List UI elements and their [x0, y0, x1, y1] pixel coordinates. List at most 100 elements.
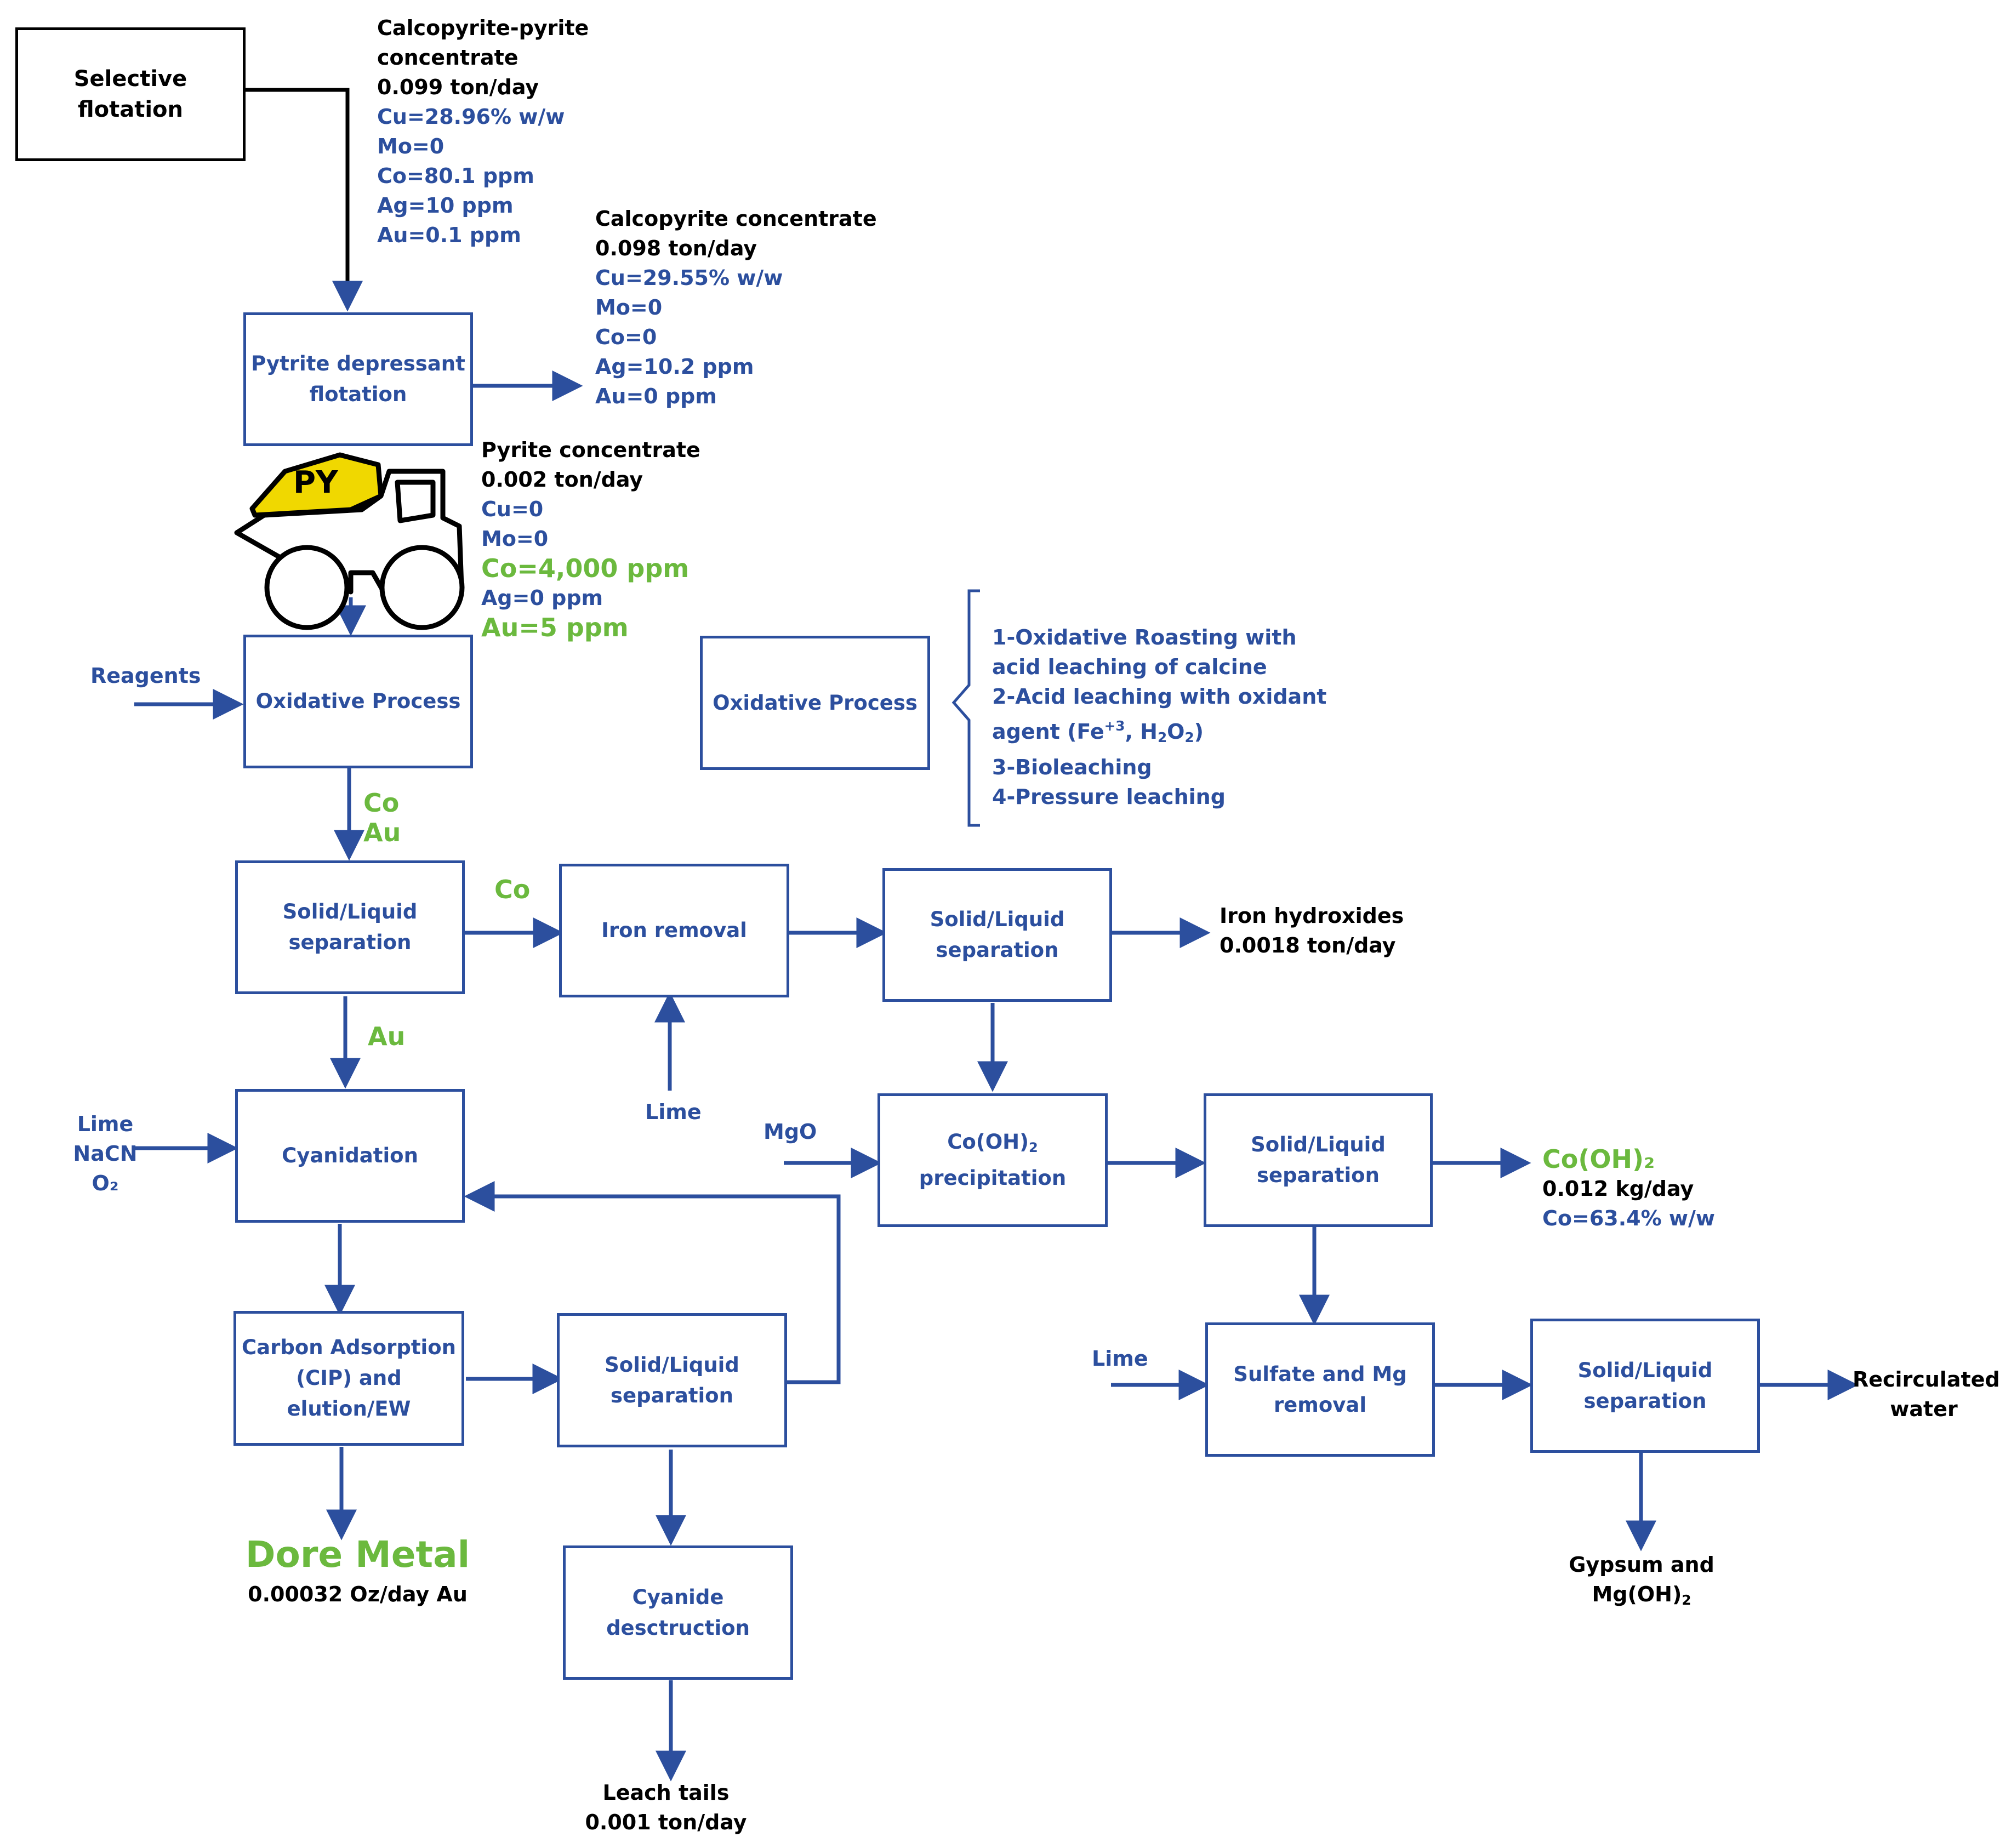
solid-liquid-separation-box-5: Solid/Liquid separation	[1530, 1319, 1760, 1453]
subscript: 2	[1682, 1592, 1691, 1609]
stream-rate: 0.001 ton/day	[585, 1810, 747, 1834]
stream-assay: Mo=0	[595, 295, 663, 320]
box-line: desctruction	[606, 1616, 750, 1640]
stream-assay: Co=63.4% w/w	[1542, 1206, 1715, 1230]
co-to-iron-label: Co	[494, 875, 531, 904]
cooh2-formula: Co(OH)	[947, 1130, 1029, 1154]
arrow-sl3-recycle-to-cyanidation	[464, 1181, 841, 1384]
stream-assay: Cu=0	[481, 497, 544, 521]
text-part: , H	[1125, 719, 1158, 744]
text-part: agent (Fe	[992, 719, 1104, 744]
cooh2-product-stream: Co(OH)₂ 0.012 kg/day Co=63.4% w/w	[1542, 1144, 1715, 1233]
reagents-label: Reagents	[90, 664, 201, 688]
stream-assay: Ag=10 ppm	[377, 193, 514, 218]
box-line: Carbon Adsorption	[242, 1336, 456, 1359]
box-line: Solid/Liquid	[1577, 1358, 1713, 1382]
mgo-label: MgO	[763, 1120, 817, 1144]
stream-name: Calcopyrite concentrate	[595, 207, 877, 231]
pyrite-depressant-flotation-box: Pytrite depressant flotation	[243, 312, 473, 446]
gypsum-stream: Gypsum and Mg(OH)2	[1562, 1550, 1721, 1615]
stream-name: Gypsum and	[1569, 1553, 1714, 1577]
stream-rate: 0.002 ton/day	[481, 467, 643, 492]
stream-assay-au: Au=5 ppm	[481, 613, 629, 642]
lime-iron-label: Lime	[645, 1100, 702, 1124]
box-line: Solid/Liquid	[282, 900, 418, 923]
oxidative-process-legend-box: Oxidative Process	[700, 636, 930, 770]
lime-input: Lime	[77, 1112, 134, 1136]
text-part: O	[1167, 719, 1185, 744]
oxidative-process-legend-label: Oxidative Process	[713, 691, 918, 715]
box-line: Solid/Liquid	[930, 908, 1065, 931]
superscript: +3	[1104, 718, 1125, 734]
option-line: agent (Fe+3, H2O2)	[992, 711, 1326, 752]
box-line: Pytrite depressant	[251, 352, 465, 375]
calcopyrite-pyrite-concentrate-stream: Calcopyrite-pyrite concentrate 0.099 ton…	[377, 13, 589, 250]
box-line: separation	[1257, 1163, 1380, 1187]
text-part: )	[1194, 719, 1204, 744]
box-line: Cyanide	[632, 1585, 724, 1609]
iron-hydroxides-stream: Iron hydroxides 0.0018 ton/day	[1220, 901, 1404, 960]
stream-assay: Ag=0 ppm	[481, 586, 603, 610]
leach-tails-stream: Leach tails 0.001 ton/day	[570, 1778, 762, 1837]
stream-assay: Au=0.1 ppm	[377, 223, 521, 247]
box-line: removal	[1273, 1393, 1367, 1417]
box-line: separation	[1583, 1389, 1707, 1413]
box-line: precipitation	[919, 1166, 1067, 1190]
option-line: 1-Oxidative Roasting with	[992, 625, 1297, 649]
stream-name: Calcopyrite-pyrite	[377, 16, 589, 40]
subscript: 2	[1157, 729, 1167, 745]
stream-assay: Au=0 ppm	[595, 384, 717, 408]
recirculated-water-stream: Recirculated water	[1853, 1365, 2000, 1424]
box-line: flotation	[309, 383, 407, 406]
solid-liquid-separation-box-4: Solid/Liquid separation	[1204, 1093, 1433, 1227]
au-label: Au	[363, 818, 401, 847]
option-line: 3-Bioleaching	[992, 755, 1152, 779]
stream-name: water	[1890, 1397, 1958, 1421]
stream-name: Pyrite concentrate	[481, 438, 700, 462]
arrow-selective-to-depressant	[246, 88, 363, 312]
box-line: Solid/Liquid	[1251, 1133, 1386, 1156]
option-line: acid leaching of calcine	[992, 655, 1267, 679]
selective-flotation-box: Selective flotation	[15, 27, 246, 161]
stream-rate: 0.012 kg/day	[1542, 1177, 1694, 1201]
subscript: 2	[1029, 1140, 1038, 1155]
cooh2-precipitation-box: Co(OH)2 precipitation	[878, 1093, 1108, 1227]
subscript: 2	[1184, 729, 1194, 745]
stream-assay: Cu=28.96% w/w	[377, 105, 565, 129]
box-line: separation	[936, 938, 1059, 962]
iron-removal-box: Iron removal	[559, 864, 789, 997]
truck-icon	[234, 452, 465, 630]
stream-assay: Co=80.1 ppm	[377, 164, 534, 188]
pyrite-concentrate-stream: Pyrite concentrate 0.002 ton/day Cu=0 Mo…	[481, 435, 700, 642]
stream-name: Mg(OH)2	[1562, 1579, 1721, 1615]
stream-rate: 0.0018 ton/day	[1220, 933, 1396, 957]
box-line: Co(OH)2	[919, 1127, 1066, 1163]
mgoh2-formula: Mg(OH)	[1592, 1582, 1682, 1606]
truck-label: PY	[293, 465, 338, 500]
o2-input: O₂	[92, 1171, 119, 1195]
cyanidation-label: Cyanidation	[282, 1144, 418, 1167]
oxidative-process-options-list: 1-Oxidative Roasting with acid leaching …	[992, 623, 1326, 812]
legend-bracket	[951, 589, 980, 827]
box-line: Sulfate and Mg	[1233, 1362, 1407, 1386]
calcopyrite-concentrate-stream: Calcopyrite concentrate 0.098 ton/day Cu…	[595, 204, 877, 411]
stream-assay: Mo=0	[377, 134, 445, 158]
co-au-label: Co Au	[363, 788, 401, 847]
stream-rate: 0.098 ton/day	[595, 236, 757, 260]
lime-sulfate-label: Lime	[1092, 1347, 1148, 1371]
stream-name: Recirculated	[1853, 1367, 2000, 1391]
cyanidation-box: Cyanidation	[235, 1089, 465, 1223]
box-line: separation	[288, 931, 412, 954]
stream-assay: Cu=29.55% w/w	[595, 266, 783, 290]
au-to-cyanidation-label: Au	[368, 1022, 406, 1051]
option-line: 4-Pressure leaching	[992, 784, 1226, 809]
box-line: separation	[611, 1383, 733, 1407]
solid-liquid-separation-box-2: Solid/Liquid separation	[882, 868, 1112, 1002]
box-line: (CIP) and	[296, 1366, 402, 1390]
iron-removal-label: Iron removal	[601, 919, 747, 942]
oxidative-process-label: Oxidative Process	[255, 689, 461, 713]
option-line: 2-Acid leaching with oxidant	[992, 685, 1327, 709]
stream-assay: Ag=10.2 ppm	[595, 355, 754, 379]
